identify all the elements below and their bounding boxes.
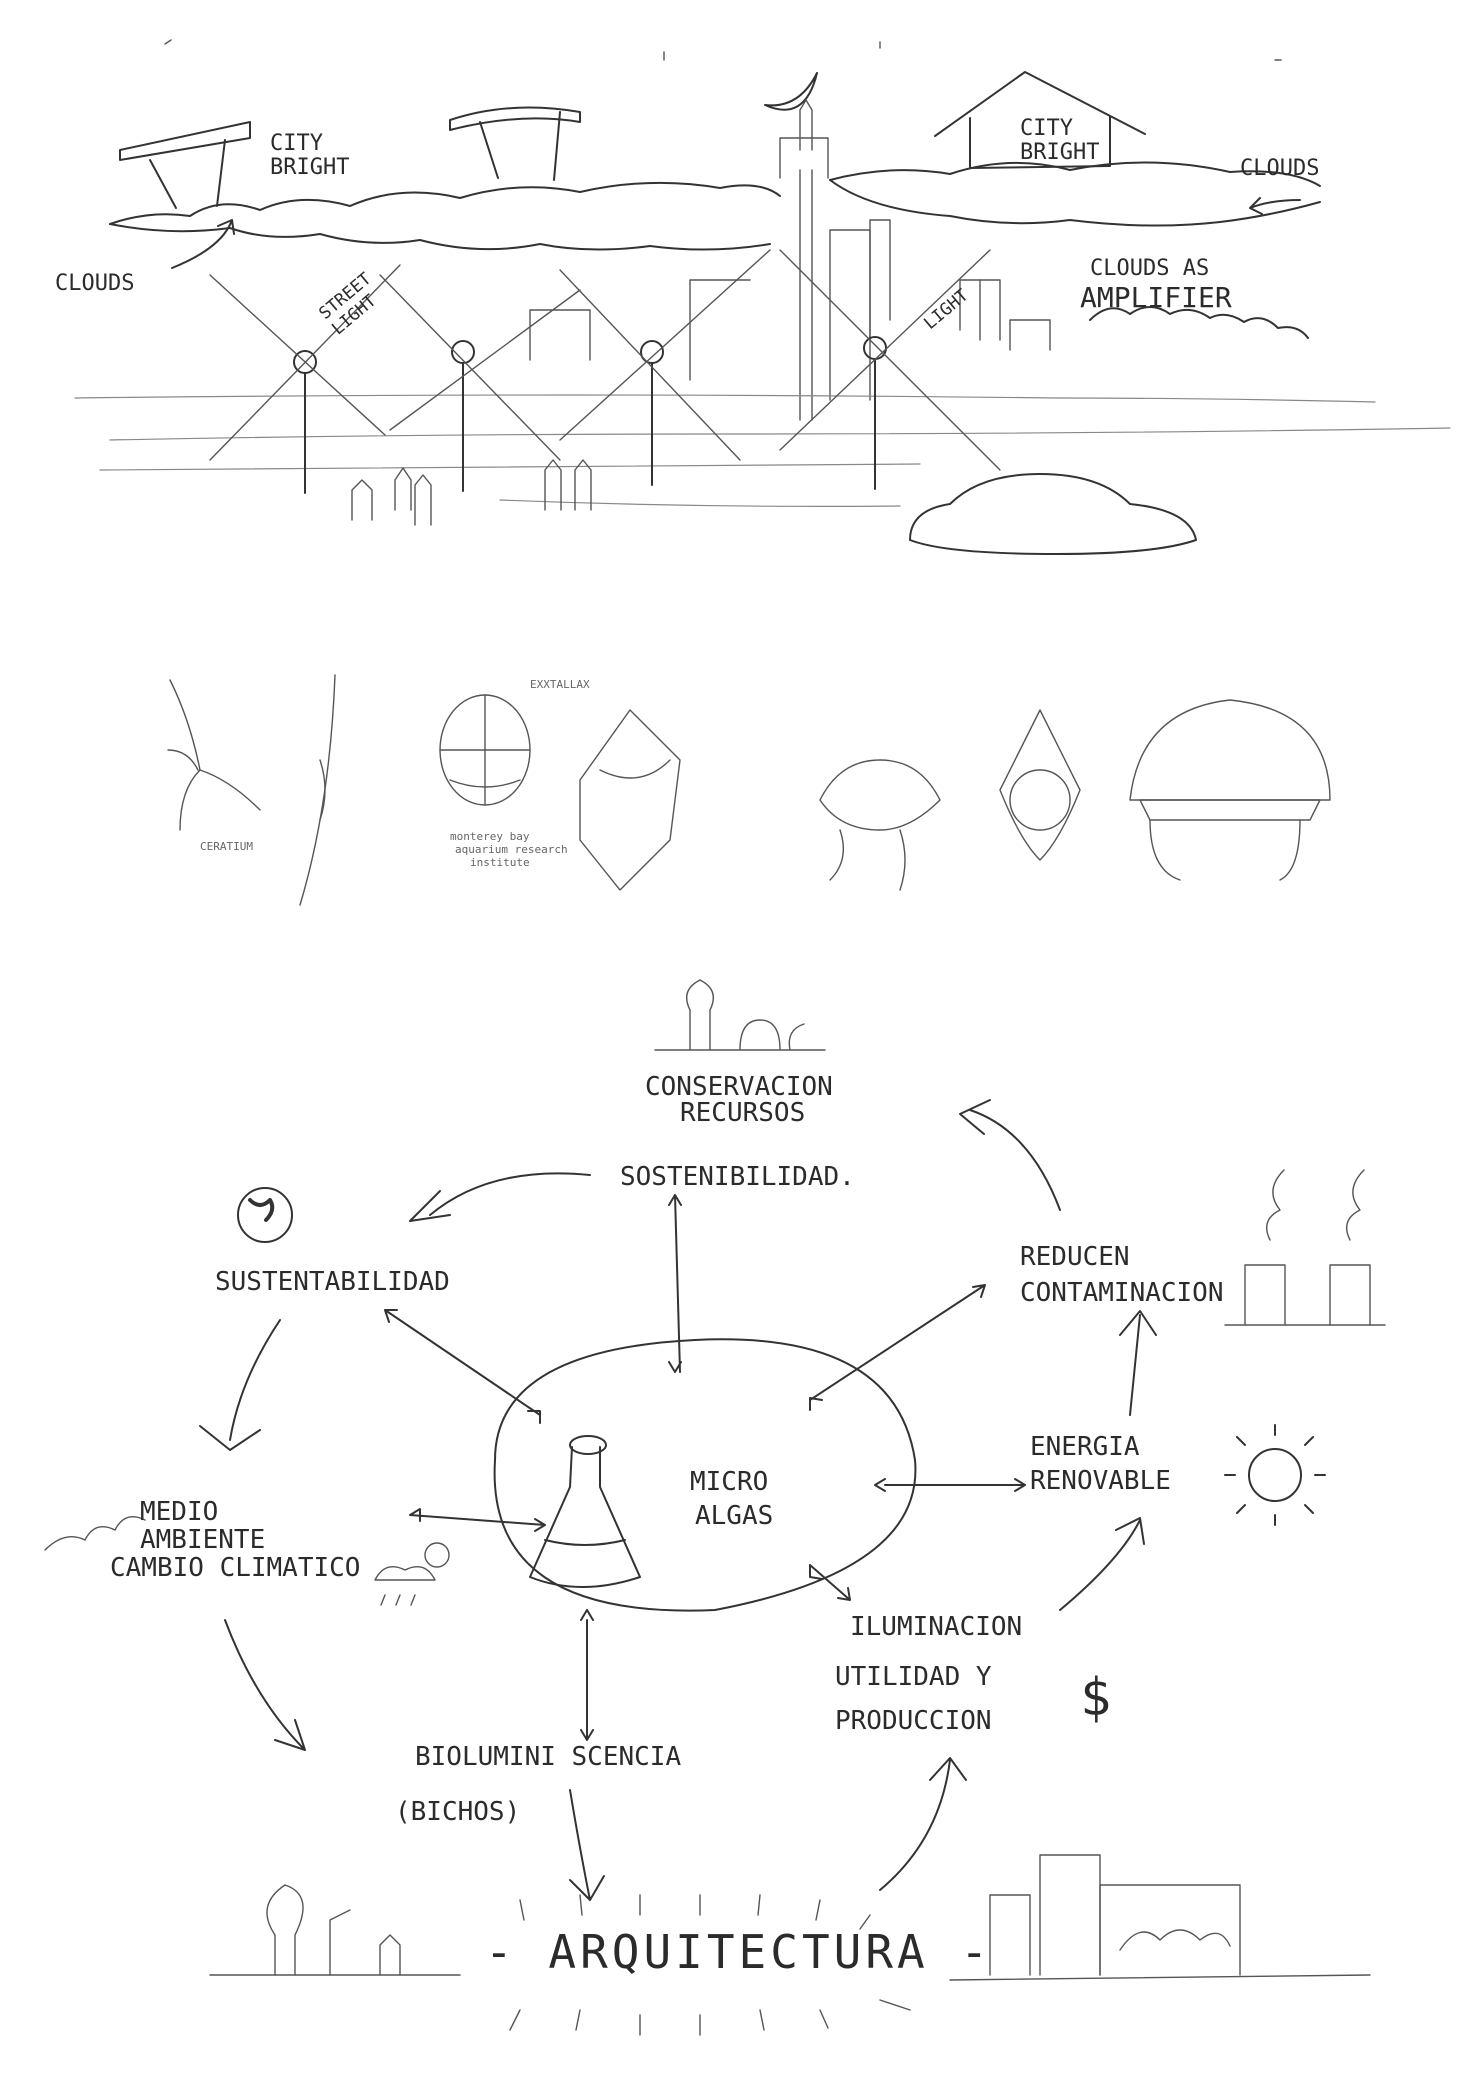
arrow-center-bioluminiscencia bbox=[580, 1609, 594, 1741]
specimen-top-label: EXXTALLAX bbox=[530, 678, 590, 691]
street-lamps bbox=[209, 249, 1001, 494]
clouds-label-right: CLOUDS bbox=[1240, 156, 1319, 181]
plants-icon bbox=[654, 979, 826, 1051]
street-lamp-2 bbox=[451, 340, 475, 492]
flask-icon bbox=[529, 1435, 641, 1588]
pedestrians bbox=[351, 459, 592, 526]
arrow-center-reducen bbox=[809, 1284, 986, 1411]
arrow-medio-to-arquitectura bbox=[224, 1619, 306, 1751]
city-night-sketch: CITY BRIGHT CITY BRIGHT CLOUDS CLOUDS CL… bbox=[55, 39, 1451, 555]
architecture-doodle-right bbox=[949, 1854, 1371, 1981]
cloud-band bbox=[109, 161, 1321, 339]
round-diatom-sketch bbox=[439, 694, 531, 806]
spiky-cell-sketch bbox=[819, 759, 941, 891]
arrow-center-medio bbox=[409, 1508, 546, 1532]
node-iluminacion: ILUMINACION bbox=[850, 1612, 1022, 1642]
clouds-arrow-left bbox=[171, 219, 235, 269]
earth-icon bbox=[237, 1187, 293, 1243]
flow-arrows bbox=[199, 1099, 1157, 1901]
arrow-center-sustentabilidad bbox=[384, 1309, 541, 1424]
sun-icon bbox=[1224, 1424, 1326, 1526]
factory-icon bbox=[1224, 1169, 1386, 1326]
node-sustentabilidad: SUSTENTABILIDAD bbox=[215, 1267, 450, 1297]
node-reducen: REDUCEN CONTAMINACION bbox=[1020, 1242, 1224, 1308]
center-ellipse bbox=[493, 1338, 917, 1612]
center-label: MICRO ALGAS bbox=[690, 1467, 784, 1531]
sign-label-left: CITY BRIGHT bbox=[270, 131, 349, 180]
moon-icon bbox=[764, 72, 818, 111]
clouds-label-left: CLOUDS bbox=[55, 271, 134, 296]
node-energia: ENERGIA RENOVABLE bbox=[1030, 1432, 1171, 1496]
billboard-middle bbox=[449, 106, 581, 181]
node-arquitectura: - ARQUITECTURA - bbox=[485, 1925, 992, 1979]
architecture-doodle-left bbox=[209, 1884, 461, 1976]
microalgae-concept-map: MICRO ALGAS bbox=[44, 979, 1386, 2036]
arrow-arquitectura-to-utilidad bbox=[879, 1757, 967, 1891]
dollar-icon: $ bbox=[1080, 1668, 1111, 1728]
leaves-icon bbox=[44, 1516, 146, 1551]
ceratium-label: CERATIUM bbox=[200, 840, 253, 853]
arrow-sostenibilidad-to-sustentabilidad bbox=[409, 1172, 591, 1222]
spindle-cell-sketch bbox=[999, 709, 1081, 861]
skyline bbox=[529, 99, 1051, 421]
node-bichos: (BICHOS) bbox=[395, 1797, 520, 1827]
node-conservacion: CONSERVACION RECURSOS bbox=[645, 1072, 849, 1128]
billboard-right bbox=[934, 71, 1146, 169]
street-lamp-1 bbox=[293, 350, 317, 494]
arrow-reducen-to-conservacion bbox=[959, 1099, 1061, 1211]
node-sostenibilidad: SOSTENIBILIDAD. bbox=[620, 1162, 855, 1192]
dome-cell-sketch bbox=[1129, 699, 1331, 881]
arquitectura-rays bbox=[509, 1894, 911, 2036]
microalgae-specimen-sketches: CERATIUM EXXTALLAX monterey bay aquarium… bbox=[167, 674, 1331, 906]
node-medio-ambiente: MEDIO AMBIENTE CAMBIO CLIMATICO bbox=[110, 1497, 360, 1583]
light-rays bbox=[209, 249, 1001, 471]
horizon-lines bbox=[74, 394, 1451, 507]
street-lamp-3 bbox=[640, 340, 664, 486]
connector-arrows bbox=[384, 1194, 1026, 1741]
ceratium-sketch bbox=[167, 674, 336, 906]
clouds-arrow-right bbox=[1249, 197, 1301, 215]
node-utilidad: UTILIDAD Y PRODUCCION bbox=[835, 1662, 1007, 1736]
arrow-bioluminiscencia-to-arquitectura bbox=[569, 1789, 605, 1901]
stars bbox=[164, 39, 1282, 61]
arrow-sustentabilidad-to-medio bbox=[199, 1319, 281, 1451]
node-bioluminiscencia: BIOLUMINI SCENCIA bbox=[415, 1742, 681, 1772]
crystal-cell-sketch bbox=[579, 709, 681, 891]
arrow-center-iluminacion bbox=[809, 1564, 851, 1601]
clouds-amplifier-label: CLOUDS AS AMPLIFIER bbox=[1080, 256, 1232, 314]
arrow-center-energia bbox=[874, 1478, 1026, 1492]
arrow-center-sostenibilidad bbox=[668, 1194, 682, 1373]
street-light-label: STREET LIGHT bbox=[315, 262, 396, 339]
arrow-iluminacion-to-energia bbox=[1059, 1517, 1145, 1611]
billboard-left bbox=[119, 121, 251, 209]
car-sketch bbox=[909, 473, 1197, 555]
sign-label-right: CITY BRIGHT bbox=[1020, 116, 1099, 165]
weather-icon bbox=[374, 1542, 450, 1606]
arrow-energia-to-reducen bbox=[1119, 1310, 1157, 1416]
monterey-label: monterey bay aquarium research institute bbox=[450, 830, 574, 869]
